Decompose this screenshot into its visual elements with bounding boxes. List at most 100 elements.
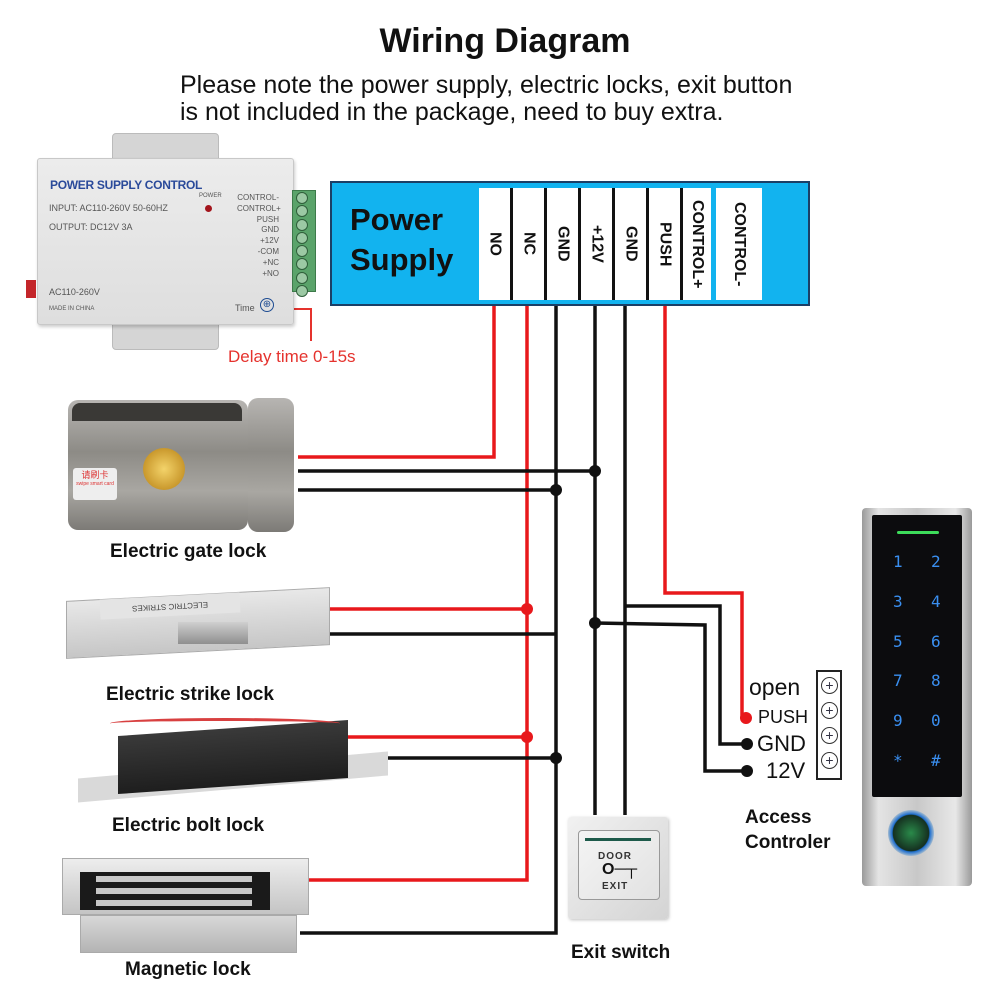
wire-push-controller — [663, 306, 744, 718]
terminal-dot-gnd — [741, 738, 753, 750]
note-text: Please note the power supply, electric l… — [180, 72, 792, 126]
ps-terminal-label: PUSH — [256, 214, 279, 224]
ps-power-label: POWER — [199, 193, 222, 199]
junction-dot — [589, 465, 601, 477]
wire-12v-controller — [594, 621, 745, 773]
terminal-open-label: open — [749, 674, 801, 700]
wire-gnd-trunk — [300, 306, 558, 935]
screw-terminal-icon: + — [821, 702, 838, 719]
pin-label: NO — [486, 232, 504, 256]
ps-terminal-label: -COM — [257, 246, 279, 256]
pin-label: CONTROL- — [731, 201, 748, 287]
time-knob-icon: ⊕ — [260, 298, 274, 312]
bolt-lock-cable — [110, 718, 340, 729]
gate-lock-label: Electric gate lock — [110, 541, 267, 562]
terminal-dot-12v — [741, 765, 753, 777]
delay-time-note: Delay time 0-15s — [228, 347, 356, 366]
ps-terminal-label: +12V — [260, 236, 279, 246]
screw-terminal-icon: + — [821, 752, 838, 769]
armature-plate — [80, 915, 297, 953]
terminal-push-label: PUSH — [758, 707, 809, 727]
ps-ac-cable — [26, 280, 36, 298]
key-0[interactable]: 0 — [931, 711, 941, 730]
fingerprint-sensor-icon[interactable] — [888, 810, 934, 856]
ps-input: INPUT: AC110-260V 50-60HZ — [49, 203, 168, 213]
exit-switch-label: Exit switch — [571, 942, 671, 963]
key-4[interactable]: 4 — [931, 592, 941, 611]
junction-dot — [521, 603, 533, 615]
key-7[interactable]: 7 — [893, 671, 903, 690]
key-9[interactable]: 9 — [893, 711, 903, 730]
keypad-face — [872, 515, 962, 797]
ps-heading: POWER SUPPLY CONTROL — [50, 178, 203, 192]
ps-terminal-label: +NO — [262, 268, 279, 278]
key-8[interactable]: 8 — [931, 671, 941, 690]
wire-no-gate — [298, 306, 496, 459]
key-2[interactable]: 2 — [931, 552, 941, 571]
delay-pointer — [293, 308, 312, 341]
pin-no: NO — [479, 188, 513, 300]
magnet-strip — [96, 876, 252, 882]
access-label-line-2: Controler — [745, 832, 831, 853]
power-label-line-1: Power — [350, 202, 444, 237]
pin-label: GND — [554, 226, 572, 262]
key-6[interactable]: 6 — [931, 632, 941, 651]
pin-label: CONTROL+ — [689, 199, 706, 289]
access-controller-label: Access Controler — [745, 805, 831, 855]
key-1[interactable]: 1 — [893, 552, 903, 571]
power-supply-label: Power Supply — [350, 200, 453, 280]
pin-label: +12V — [588, 225, 606, 263]
junction-dot — [550, 752, 562, 764]
key-star[interactable]: * — [893, 751, 903, 770]
key-cylinder-icon — [143, 448, 185, 490]
page-title: Wiring Diagram — [379, 22, 631, 60]
power-supply-unit — [37, 158, 294, 325]
key-hash[interactable]: # — [931, 751, 941, 770]
pin-gnd-1: GND — [547, 188, 581, 300]
terminal-dot-push — [740, 712, 752, 724]
strike-keeper — [178, 622, 248, 644]
ps-made-in: MADE IN CHINA — [49, 306, 95, 312]
magnetic-lock-label: Magnetic lock — [125, 959, 251, 980]
gate-lock-top-edge — [72, 403, 242, 421]
wire-gnd2-controller — [625, 604, 745, 746]
pin-12v: +12V — [581, 188, 615, 300]
key-3[interactable]: 3 — [893, 592, 903, 611]
terminal-12v-label: 12V — [766, 758, 806, 783]
junction-dot — [521, 731, 533, 743]
pin-label: NC — [520, 232, 538, 256]
access-label-line-1: Access — [745, 807, 812, 828]
ps-terminal-label: CONTROL- — [237, 193, 279, 202]
wire-nc-trunk — [300, 306, 529, 882]
exit-door-text: DOOR — [598, 851, 632, 862]
key-5[interactable]: 5 — [893, 632, 903, 651]
sticker-text: 请刷卡 — [81, 470, 109, 480]
pin-label: GND — [622, 226, 640, 262]
status-led-bar — [897, 531, 939, 534]
pin-gnd-2: GND — [615, 188, 649, 300]
pin-label: PUSH — [656, 221, 674, 267]
strike-lock-label: Electric strike lock — [106, 684, 274, 705]
bolt-lock-label: Electric bolt lock — [112, 815, 265, 836]
ps-time-label: Time — [235, 303, 255, 313]
exit-switch-button — [578, 830, 660, 900]
key-icon: O─┬ — [602, 861, 638, 878]
power-label-line-2: Supply — [350, 242, 454, 277]
magnet-strip — [96, 900, 252, 906]
exit-exit-text: EXIT — [602, 881, 629, 892]
pin-control-minus: CONTROL- — [716, 188, 762, 300]
controller-terminal-block: + + + + — [816, 670, 842, 780]
magnet-strip — [96, 888, 252, 894]
ps-terminal-labels: CONTROL- CONTROL+ PUSH GND +12V -COM +NC… — [237, 193, 281, 279]
gate-lock-sticker: 请刷卡 swipe smart card — [73, 468, 117, 500]
ps-output: OUTPUT: DC12V 3A — [49, 222, 133, 232]
terminal-gnd-label: GND — [757, 731, 806, 756]
gate-lock-latch — [248, 398, 294, 532]
note-line-2: is not included in the package, need to … — [180, 98, 724, 126]
junction-dot — [550, 484, 562, 496]
sticker-subtext: swipe smart card — [76, 481, 114, 487]
screw-terminal-icon: + — [821, 727, 838, 744]
ps-ac-label: AC110-260V — [49, 287, 100, 297]
ps-terminal-label: GND — [261, 225, 279, 235]
